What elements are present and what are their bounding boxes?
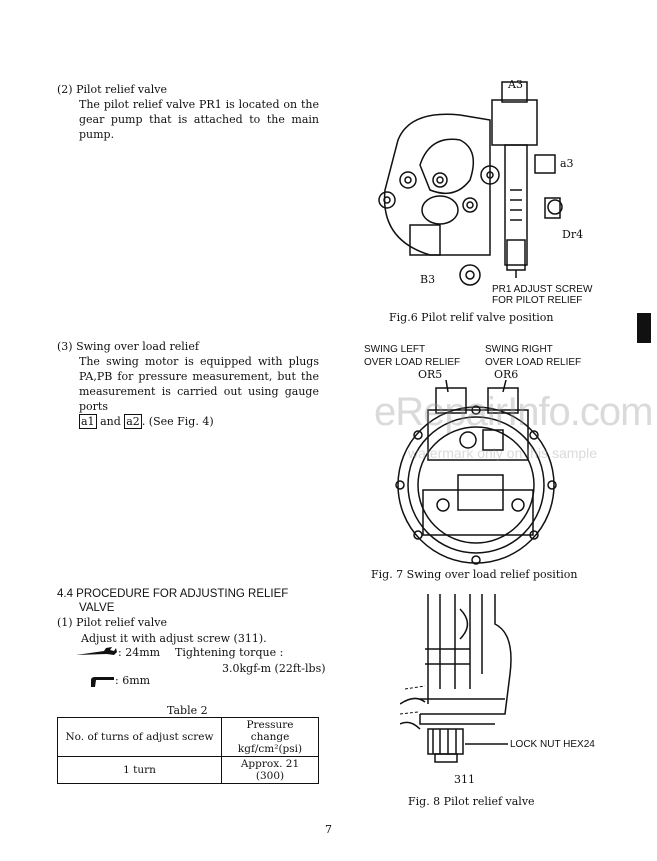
section-pilot-relief-body: The pilot relief valve PR1 is located on… — [79, 97, 319, 142]
label-line: SWING RIGHT — [485, 344, 553, 355]
adjustment-table: No. of turns of adjust screw Pressure ch… — [57, 717, 319, 784]
label-lock-nut: LOCK NUT HEX24 — [510, 739, 595, 750]
label-pr1-line2: FOR PILOT RELIEF — [492, 295, 582, 305]
section-swing-body: The swing motor is equipped with plugs P… — [79, 354, 319, 429]
fig6-caption: Fig.6 Pilot relif valve position — [389, 311, 554, 324]
table-cell: Approx. 21 (300) — [221, 756, 319, 784]
port-a2: a2 — [124, 414, 142, 429]
body-line: PA,PB for pressure measurement, but the — [79, 370, 319, 383]
label-or6: OR6 — [494, 368, 519, 381]
fig6-illustration: A3 a3 Dr4 B3 PR1 ADJUST SCREW FOR PILOT … — [378, 80, 593, 305]
fig7-label-left: SWING LEFT OVER LOAD RELIEF — [364, 343, 460, 369]
fig8-caption: Fig. 8 Pilot relief valve — [408, 795, 535, 808]
table-row: 1 turn Approx. 21 (300) — [57, 756, 319, 784]
label-dr4: Dr4 — [562, 228, 583, 241]
label-or5: OR5 — [418, 368, 443, 381]
body-line: The pilot relief valve PR1 is located on… — [79, 98, 319, 111]
watermark-main: eRepairInfo.com — [374, 390, 653, 434]
body-line: measurement is carried out using gauge p… — [79, 385, 319, 413]
label-a3-side: a3 — [560, 157, 574, 170]
section-pilot-relief-heading: (2) Pilot relief valve — [57, 83, 167, 96]
watermark-sub: watermark only on this sample — [408, 445, 598, 461]
label-b3: B3 — [420, 273, 435, 286]
label-a3-top: A3 — [507, 80, 523, 91]
port-a1: a1 — [79, 414, 97, 429]
chapter-tab-marker — [637, 313, 651, 343]
torque-value: 3.0kgf-m (22ft-lbs) — [222, 662, 326, 675]
procedure-heading-1: 4.4 PROCEDURE FOR ADJUSTING RELIEF — [57, 588, 289, 600]
adjust-text: Adjust it with adjust screw (311). — [81, 632, 267, 645]
procedure-heading-2: VALVE — [79, 602, 115, 614]
label-line: SWING LEFT — [364, 344, 426, 355]
section-swing-heading: (3) Swing over load relief — [57, 340, 199, 353]
hex-size: : 6mm — [115, 674, 151, 687]
label-line: OVER LOAD RELIEF — [485, 357, 582, 368]
and-text: and — [100, 415, 121, 428]
wrench-size: : 24mm — [118, 646, 161, 659]
label-part-311: 311 — [454, 773, 475, 786]
header-line: kgf/cm²(psi) — [237, 743, 303, 755]
label-line: OVER LOAD RELIEF — [364, 357, 461, 368]
body-line: The swing motor is equipped with plugs — [79, 355, 319, 368]
fig8-illustration — [400, 594, 512, 763]
wrench-icon — [76, 647, 117, 655]
fig7-label-right: SWING RIGHT OVER LOAD RELIEF — [485, 343, 581, 369]
table-header-row: No. of turns of adjust screw Pressure ch… — [57, 717, 319, 757]
procedure-sub: (1) Pilot relief valve — [57, 616, 167, 629]
hex-key-icon — [91, 677, 114, 687]
table-cell: 1 turn — [57, 756, 222, 784]
table-title: Table 2 — [167, 704, 208, 717]
see-fig-ref: . (See Fig. 4) — [141, 415, 214, 428]
fig7-caption: Fig. 7 Swing over load relief position — [371, 568, 578, 581]
table-header-cell: Pressure change kgf/cm²(psi) — [221, 717, 319, 757]
label-pr1-line1: PR1 ADJUST SCREW — [492, 284, 593, 295]
header-line: Pressure change — [246, 719, 294, 743]
table-header-cell: No. of turns of adjust screw — [57, 717, 222, 757]
page-number: 7 — [325, 823, 332, 836]
torque-label: Tightening torque : — [175, 646, 284, 659]
body-line: gear pump that is attached to the main p… — [79, 113, 319, 141]
port-reference-line: a1 and a2. (See Fig. 4) — [79, 414, 319, 429]
fig7-illustration — [395, 380, 557, 565]
